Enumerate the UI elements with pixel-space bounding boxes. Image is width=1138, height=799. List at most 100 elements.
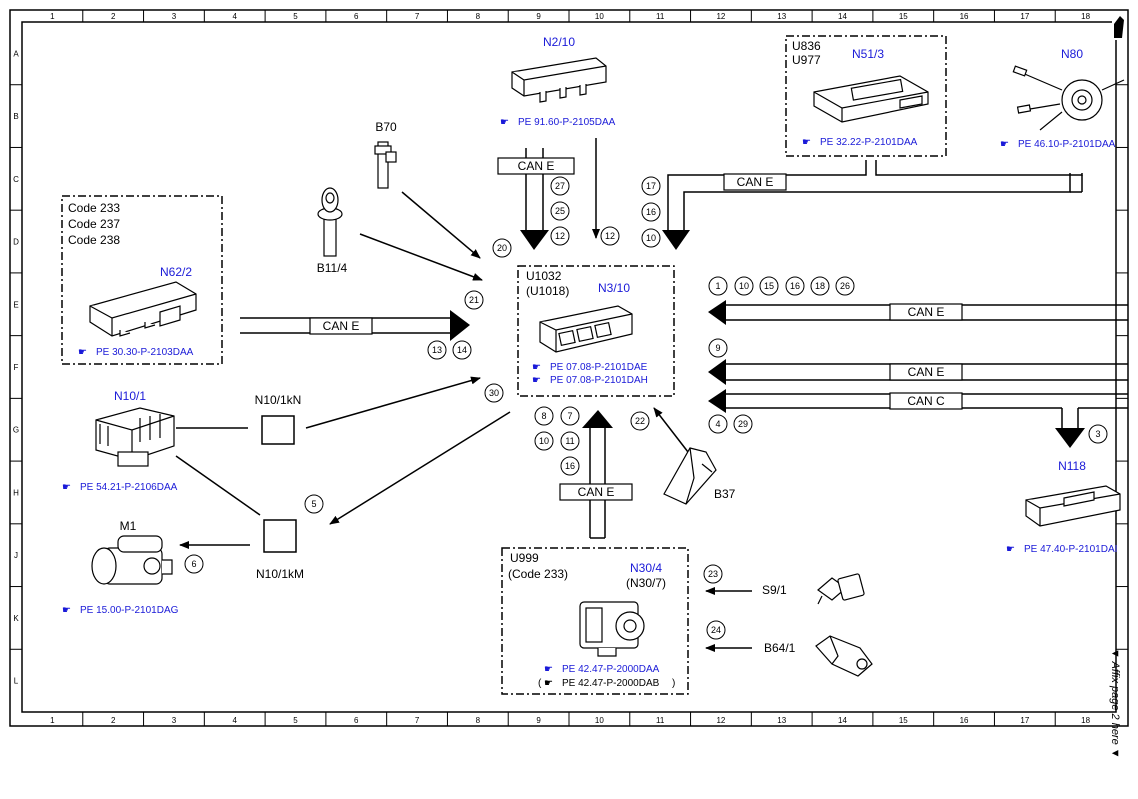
- grid-column-label: 9: [536, 12, 541, 21]
- grid-column-label: 5: [293, 716, 298, 725]
- pointer-icon: ☛: [78, 347, 87, 358]
- pointer-icon: ☛: [544, 678, 553, 689]
- signal-marker: 13: [427, 340, 447, 360]
- signal-marker: 12: [600, 226, 620, 246]
- svg-text:1: 1: [715, 281, 720, 291]
- n3-10-ref-1: ☛ PE 07.08-P-2101DAE: [532, 362, 648, 373]
- signal-marker: 12: [550, 226, 570, 246]
- signal-marker: 10: [534, 431, 554, 451]
- svg-text:15: 15: [764, 281, 774, 291]
- svg-text:16: 16: [790, 281, 800, 291]
- b70-label: B70: [375, 120, 397, 134]
- svg-text:23: 23: [708, 569, 718, 579]
- n30-4-abs-unit-icon: [579, 601, 645, 657]
- grid-column-label: 9: [536, 716, 541, 725]
- signal-marker: 18: [810, 276, 830, 296]
- grid-column-label: 17: [1020, 12, 1029, 21]
- component-boxes: [61, 35, 947, 695]
- signal-marker: 17: [641, 176, 661, 196]
- svg-text:PE 07.08-P-2101DAH: PE 07.08-P-2101DAH: [550, 375, 648, 386]
- n62-2-ref: ☛ PE 30.30-P-2103DAA: [78, 347, 194, 358]
- n62-2-code-2: Code 237: [68, 217, 120, 231]
- bus-label-can-e-right-2: CAN E: [889, 363, 963, 381]
- n62-2-code-3: Code 238: [68, 233, 120, 247]
- bus-label-can-e-n30-4: CAN E: [559, 483, 633, 501]
- pointer-icon: ☛: [62, 605, 71, 616]
- n80-ref: ☛ PE 46.10-P-2101DAA: [1000, 139, 1116, 150]
- svg-text:26: 26: [840, 281, 850, 291]
- svg-text:29: 29: [738, 419, 748, 429]
- bus-label-text: CAN C: [907, 394, 945, 408]
- svg-text:4: 4: [715, 419, 720, 429]
- svg-text:▼ Affix page 2 here ▼: ▼ Affix page 2 here ▼: [1109, 648, 1121, 759]
- pointer-icon: ☛: [1000, 139, 1009, 150]
- svg-text:PE 54.21-P-2106DAA: PE 54.21-P-2106DAA: [80, 482, 178, 493]
- grid-column-label: 11: [656, 12, 665, 21]
- n3-10-code-1: U1032: [526, 269, 562, 283]
- svg-text:16: 16: [565, 461, 575, 471]
- b37-label: B37: [714, 487, 736, 501]
- n30-4-code-2: (Code 233): [508, 567, 568, 581]
- svg-text:PE 15.00-P-2101DAG: PE 15.00-P-2101DAG: [80, 605, 179, 616]
- n62-2-label: N62/2: [160, 265, 192, 279]
- bus-label-can-e-right-1: CAN E: [889, 303, 963, 321]
- signal-marker: 4: [708, 414, 728, 434]
- grid-column-label: 17: [1020, 716, 1029, 725]
- page-corner-icon: [1112, 14, 1126, 40]
- b11-4-sensor-icon: [317, 187, 343, 257]
- svg-text:30: 30: [489, 388, 499, 398]
- grid-column-label: 10: [595, 716, 604, 725]
- svg-text:24: 24: [711, 625, 721, 635]
- b37-pedal-sensor-icon: [663, 447, 717, 505]
- signal-marker: 11: [560, 431, 580, 451]
- grid-column-label: 14: [838, 12, 847, 21]
- n51-3-code-1: U836: [792, 39, 821, 53]
- grid-column-label: 13: [777, 12, 786, 21]
- grid-row-label: C: [13, 175, 19, 184]
- n118-module-icon: [1025, 485, 1121, 527]
- svg-text:11: 11: [565, 436, 574, 446]
- svg-text:PE 42.47-P-2000DAB: PE 42.47-P-2000DAB: [562, 678, 660, 689]
- n51-3-module-icon: [813, 75, 929, 123]
- pointer-icon: ☛: [532, 375, 541, 386]
- signal-marker: 22: [630, 411, 650, 431]
- signal-marker: 29: [733, 414, 753, 434]
- grid-column-label: 3: [172, 716, 177, 725]
- svg-text:): ): [672, 678, 675, 689]
- grid-column-label: 2: [111, 12, 116, 21]
- svg-text:16: 16: [646, 207, 656, 217]
- svg-text:3: 3: [1095, 429, 1100, 439]
- grid-column-label: 18: [1081, 12, 1090, 21]
- bus-label-can-c-right: CAN C: [889, 392, 963, 410]
- b64-1-label: B64/1: [764, 641, 796, 655]
- grid-column-label: 1: [50, 12, 55, 21]
- bus-label-text: CAN E: [323, 319, 360, 333]
- signal-marker: 21: [464, 290, 484, 310]
- n10-1-ref: ☛ PE 54.21-P-2106DAA: [62, 482, 178, 493]
- n30-4-ref-1: ☛ PE 42.47-P-2000DAA: [544, 664, 660, 675]
- svg-text:12: 12: [605, 231, 615, 241]
- pointer-icon: ☛: [500, 117, 509, 128]
- grid-row-label: F: [14, 363, 19, 372]
- n30-4-label: N30/4: [630, 561, 662, 575]
- n62-2-module-icon: [89, 281, 197, 337]
- grid-row-label: A: [13, 49, 19, 58]
- signal-marker: 1: [708, 276, 728, 296]
- n118-ref: ☛ PE 47.40-P-2101DAI: [1006, 544, 1117, 555]
- grid-row-label: J: [14, 551, 18, 560]
- grid-column-label: 15: [899, 716, 908, 725]
- signal-marker: 6: [184, 554, 204, 574]
- n30-4-code-1: U999: [510, 551, 539, 565]
- grid-column-label: 16: [960, 12, 969, 21]
- svg-text:25: 25: [555, 206, 565, 216]
- bus-label-can-e-n51-n80: CAN E: [723, 173, 787, 191]
- svg-text:(: (: [538, 678, 542, 689]
- signal-marker: 16: [560, 456, 580, 476]
- grid-column-label: 4: [232, 12, 237, 21]
- signal-marker: 10: [641, 228, 661, 248]
- signal-marker: 14: [452, 340, 472, 360]
- n51-3-code-2: U977: [792, 53, 821, 67]
- n51-3-ref: ☛ PE 32.22-P-2101DAA: [802, 137, 918, 148]
- bus-label-text: CAN E: [908, 305, 945, 319]
- b11-4-label: B11/4: [317, 261, 348, 275]
